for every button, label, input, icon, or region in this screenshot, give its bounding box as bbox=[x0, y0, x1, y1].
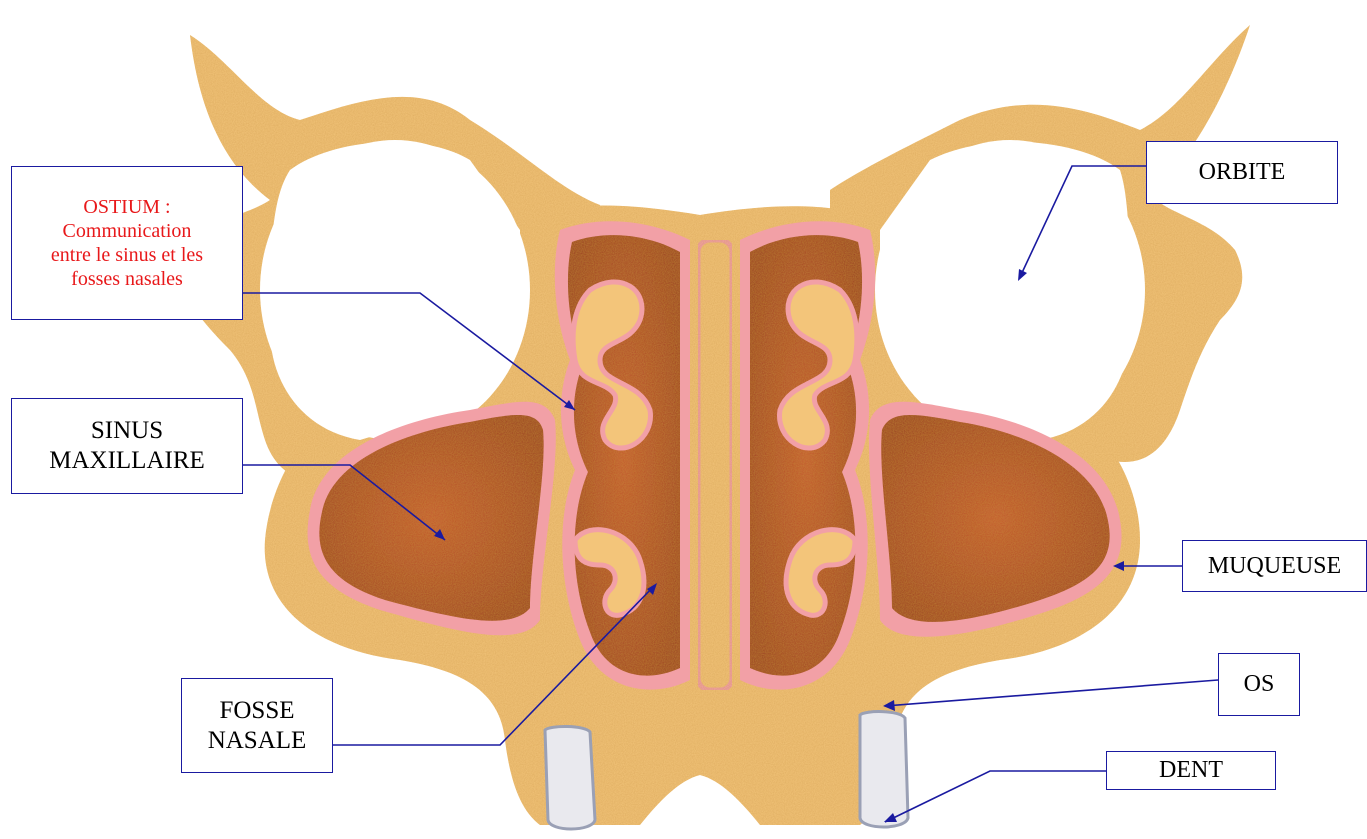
fosse-label-line1: FOSSE bbox=[208, 696, 307, 726]
ostium-desc-line3: fosses nasales bbox=[51, 267, 203, 291]
dent-label-box: DENT bbox=[1106, 751, 1276, 790]
right-tooth bbox=[860, 712, 908, 827]
ostium-title: OSTIUM : bbox=[51, 195, 203, 219]
fosse-label-line2: NASALE bbox=[208, 726, 307, 756]
nasal-septum bbox=[698, 240, 732, 690]
ostium-desc-line2: entre le sinus et les bbox=[51, 243, 203, 267]
ostium-desc-line1: Communication bbox=[51, 219, 203, 243]
dent-label: DENT bbox=[1159, 756, 1223, 785]
left-tooth bbox=[545, 726, 595, 829]
orbite-label-box: ORBITE bbox=[1146, 141, 1338, 204]
dent-leader bbox=[885, 771, 1106, 822]
os-label: OS bbox=[1244, 670, 1275, 699]
os-leader bbox=[885, 680, 1218, 706]
fosse-nasale-label-box: FOSSE NASALE bbox=[181, 678, 333, 773]
sinus-label-line1: SINUS bbox=[49, 416, 205, 446]
orbite-label: ORBITE bbox=[1199, 158, 1286, 187]
muqueuse-label: MUQUEUSE bbox=[1208, 552, 1341, 581]
sinus-label-line2: MAXILLAIRE bbox=[49, 446, 205, 476]
sinus-maxillaire-label-box: SINUS MAXILLAIRE bbox=[11, 398, 243, 494]
os-label-box: OS bbox=[1218, 653, 1300, 716]
ostium-label-box: OSTIUM : Communication entre le sinus et… bbox=[11, 166, 243, 320]
right-nasal-fossa bbox=[740, 221, 875, 689]
muqueuse-label-box: MUQUEUSE bbox=[1182, 540, 1367, 592]
